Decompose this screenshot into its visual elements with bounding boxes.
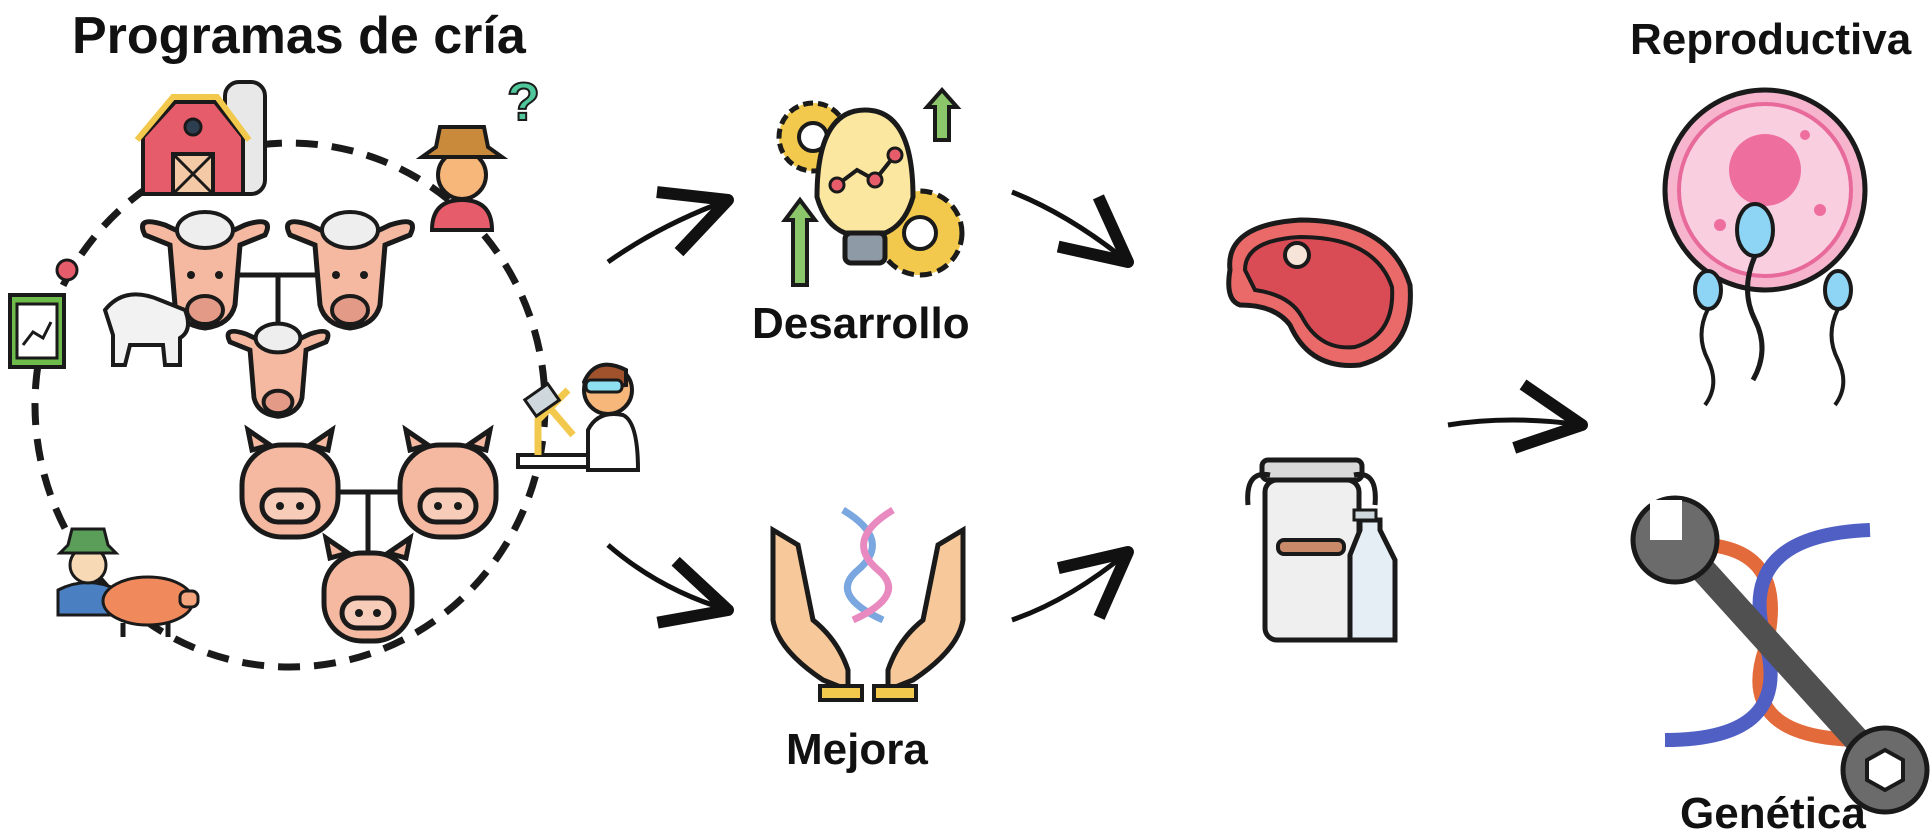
arrow-to-development <box>606 186 734 265</box>
farmer-pig-icon <box>56 527 200 637</box>
scientist-microscope-icon <box>516 362 641 472</box>
farmer-question-icon: ? <box>415 71 541 232</box>
pig-head-icon <box>397 424 499 540</box>
arrow-development-to-products <box>1011 189 1134 268</box>
barn-icon <box>134 80 267 196</box>
diagram-title: Programas de cría <box>72 7 526 65</box>
development-label: Desarrollo <box>752 299 970 348</box>
chart-cow-icon <box>8 258 191 369</box>
pig-head-icon <box>239 424 341 540</box>
cow-head-icon <box>225 321 331 419</box>
cow-head-icon <box>140 210 270 331</box>
pig-head-icon <box>321 532 415 644</box>
arrow-to-improvement <box>606 543 734 629</box>
genetic-label: Genética <box>1680 789 1866 838</box>
arrow-improvement-to-products <box>1011 546 1134 623</box>
meat-icon <box>1226 217 1413 368</box>
improvement-icon <box>770 506 966 702</box>
reproductive-label: Reproductiva <box>1630 15 1912 64</box>
svg-text:?: ? <box>507 72 540 132</box>
genetic-icon <box>1630 495 1930 815</box>
development-icon <box>776 86 965 287</box>
arrow-products-to-outcomes <box>1447 379 1588 454</box>
reproductive-icon <box>1662 87 1868 407</box>
improvement-label: Mejora <box>786 725 928 774</box>
cow-head-icon <box>285 210 415 331</box>
milk-icon <box>1245 457 1398 643</box>
